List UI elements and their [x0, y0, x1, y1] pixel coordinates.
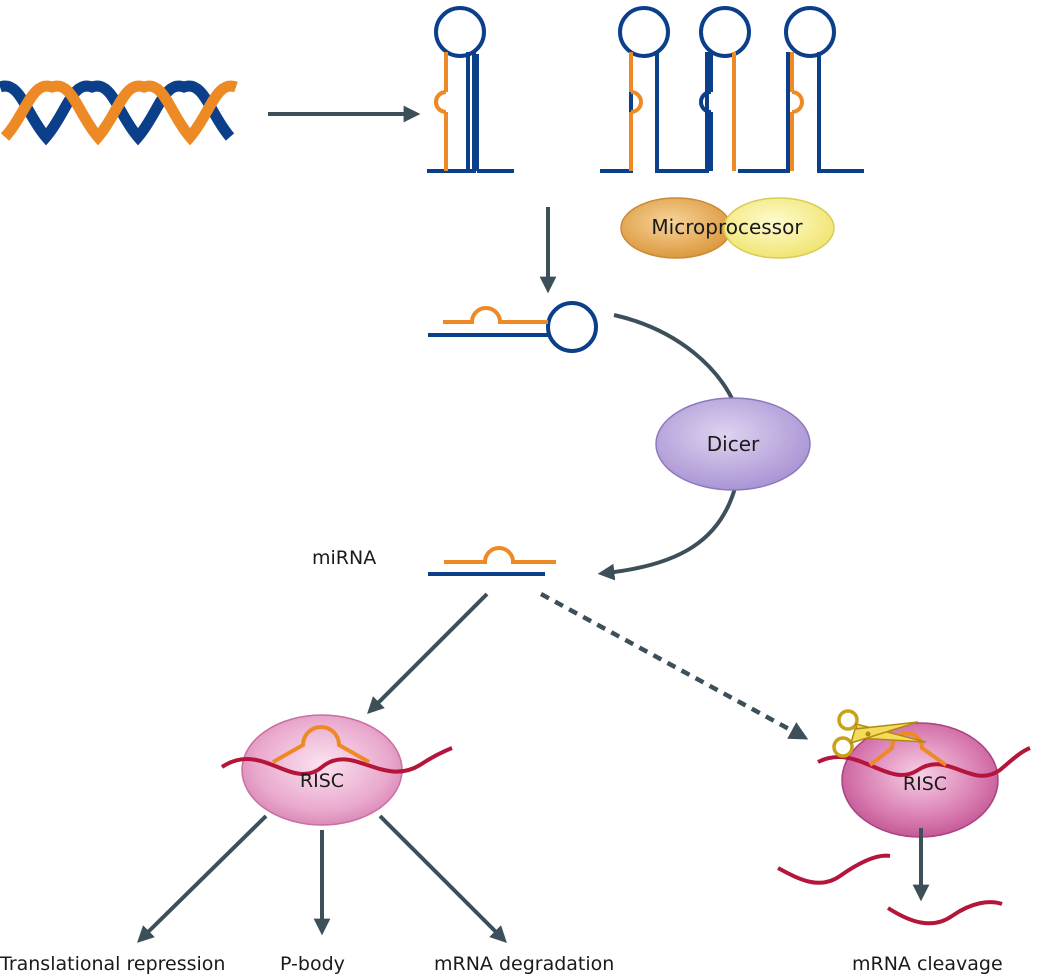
mirna-label: miRNA	[312, 547, 376, 569]
outcome-translational-repression: Translational repression	[0, 953, 225, 975]
dicer-curve-arrow-lower	[597, 487, 737, 581]
arrow-mrna-degradation	[378, 814, 507, 943]
microprocessor-label: Microprocessor	[651, 215, 803, 239]
risc-right-label: RISC	[903, 773, 947, 795]
risc-complex-right: RISC	[817, 722, 1031, 838]
microprocessor-complex: Microprocessor	[620, 197, 835, 259]
pri-mirna-hairpin	[427, 6, 514, 173]
arrow-translational-repression	[137, 814, 268, 943]
risc-complex-left: RISC	[220, 714, 453, 826]
scissors-icon	[832, 709, 927, 758]
dicer-label: Dicer	[707, 432, 760, 456]
risc-left-label: RISC	[300, 770, 344, 792]
outcome-p-body: P-body	[280, 953, 345, 975]
cleaved-mrna-fragment-1	[777, 853, 891, 885]
outcome-mrna-degradation: mRNA degradation	[434, 953, 614, 975]
risc-loading-arrow	[367, 592, 489, 714]
pre-mirna	[428, 301, 598, 353]
polycistronic-pri-mirna	[600, 6, 864, 173]
dicer-enzyme: Dicer	[655, 397, 811, 491]
cleaved-mrna-fragment-2	[886, 900, 1003, 926]
dicer-curve-arrow	[613, 313, 737, 406]
outcome-mrna-cleavage: mRNA cleavage	[852, 953, 1003, 975]
mirna-duplex	[428, 546, 556, 576]
cleavage-pathway-arrow	[539, 592, 809, 740]
dna-helix	[0, 80, 238, 146]
